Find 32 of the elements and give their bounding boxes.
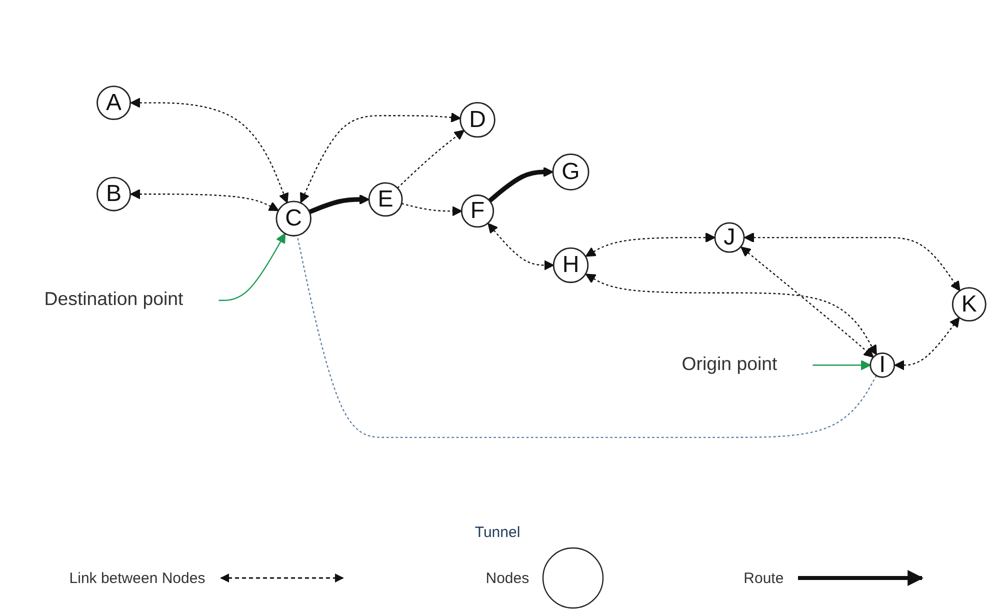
legend-text: Nodes: [486, 570, 530, 586]
arrow: [488, 166, 554, 202]
legend-text: Route: [744, 570, 784, 586]
arrow: [812, 360, 871, 370]
node-circle: J: [714, 222, 745, 252]
node-text: Destination point: [44, 290, 184, 310]
arrow: [218, 232, 286, 301]
arrow: [397, 130, 464, 188]
node-circle: K: [952, 286, 986, 322]
legend-text: Link between Nodes: [69, 570, 206, 586]
arrow: [401, 202, 462, 216]
arrow: [740, 246, 874, 358]
label-text: Tunnel: [474, 524, 520, 541]
node-circle: I: [870, 352, 896, 378]
arrow: [130, 188, 279, 211]
node-circle: E: [368, 182, 403, 216]
node-circle: D: [460, 102, 496, 138]
node-circle: F: [460, 194, 494, 228]
arrow: [300, 112, 461, 203]
arrow: [585, 273, 877, 355]
arrow: [585, 232, 716, 256]
arrow: [488, 222, 554, 270]
arrow: [744, 232, 960, 291]
node-circle: G: [552, 153, 590, 190]
arrow: [894, 316, 960, 370]
node-circle: A: [96, 85, 131, 120]
node-text: Origin point: [682, 354, 778, 374]
node-circle: H: [552, 246, 589, 283]
node-circle: C: [276, 200, 312, 236]
arrow: [308, 194, 370, 214]
node-circle: B: [96, 176, 131, 211]
arrow: [130, 97, 289, 203]
